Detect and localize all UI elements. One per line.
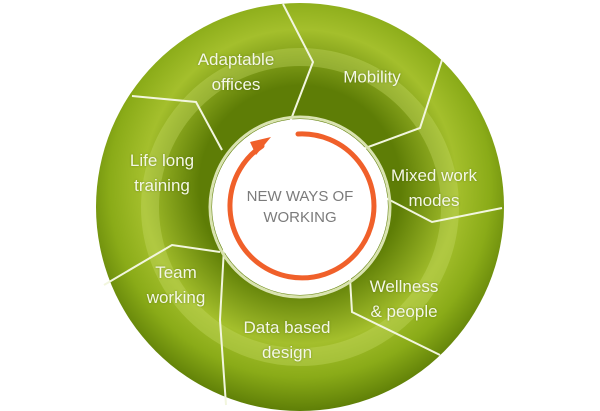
arrowhead-icon xyxy=(250,137,271,155)
center-circle xyxy=(212,119,388,295)
center-title-line1: NEW WAYS OF xyxy=(246,188,354,205)
cycle-arrow-icon xyxy=(227,131,377,281)
center-title-line2: WORKING xyxy=(263,209,337,226)
center-title: NEW WAYS OF WORKING xyxy=(230,186,370,228)
segment-mobility: Mobility xyxy=(343,67,401,87)
segment-wellness-people: Wellness& people xyxy=(369,277,439,321)
segment-dividers xyxy=(103,3,503,406)
